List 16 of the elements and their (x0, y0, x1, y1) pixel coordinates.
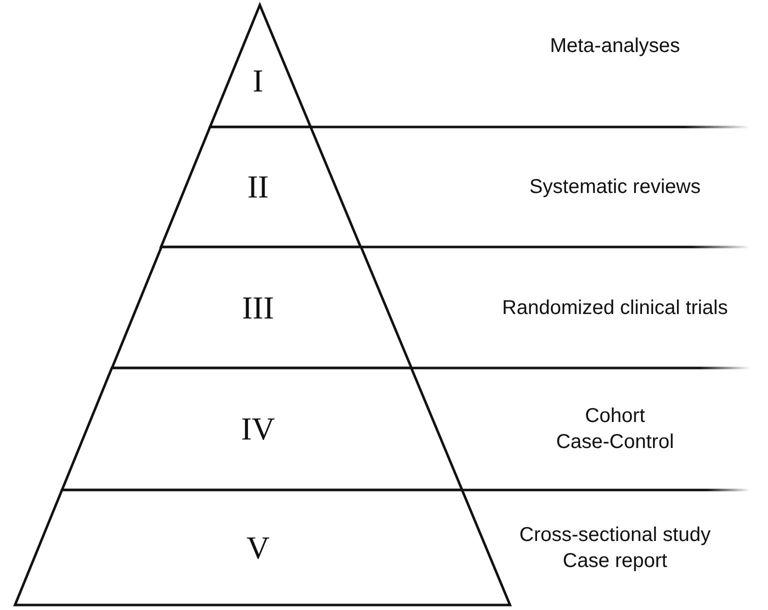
pyramid-tier (62, 368, 462, 490)
level-label: Cohort (584, 404, 646, 429)
level-label: Systematic reviews (529, 175, 701, 200)
level-numeral: V (246, 529, 270, 566)
level-numeral: IV (241, 410, 275, 448)
level-label: Case-Control (556, 430, 674, 455)
level-numeral: II (247, 168, 269, 206)
level-label: Cross-sectional study (519, 522, 711, 548)
level-label: Meta-analyses (550, 34, 680, 59)
pyramid-tier (15, 490, 510, 605)
level-numeral: III (242, 289, 274, 326)
level-numeral: I (252, 62, 264, 100)
level-label: Randomized clinical trials (502, 296, 728, 320)
pyramid-tier (112, 247, 412, 368)
level-label: Case report (562, 548, 668, 574)
pyramid-tier (161, 127, 361, 247)
